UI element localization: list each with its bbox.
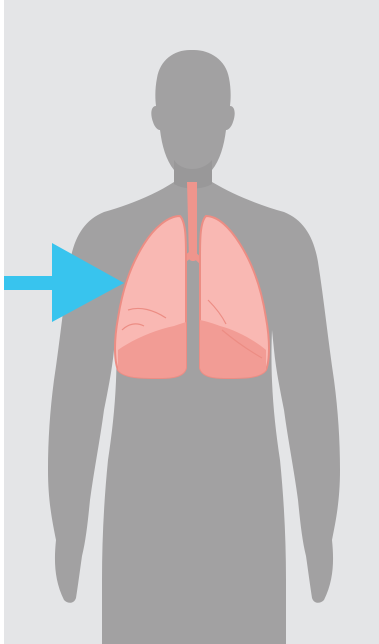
anatomy-diagram <box>4 0 379 644</box>
diagram-panel <box>4 0 379 644</box>
